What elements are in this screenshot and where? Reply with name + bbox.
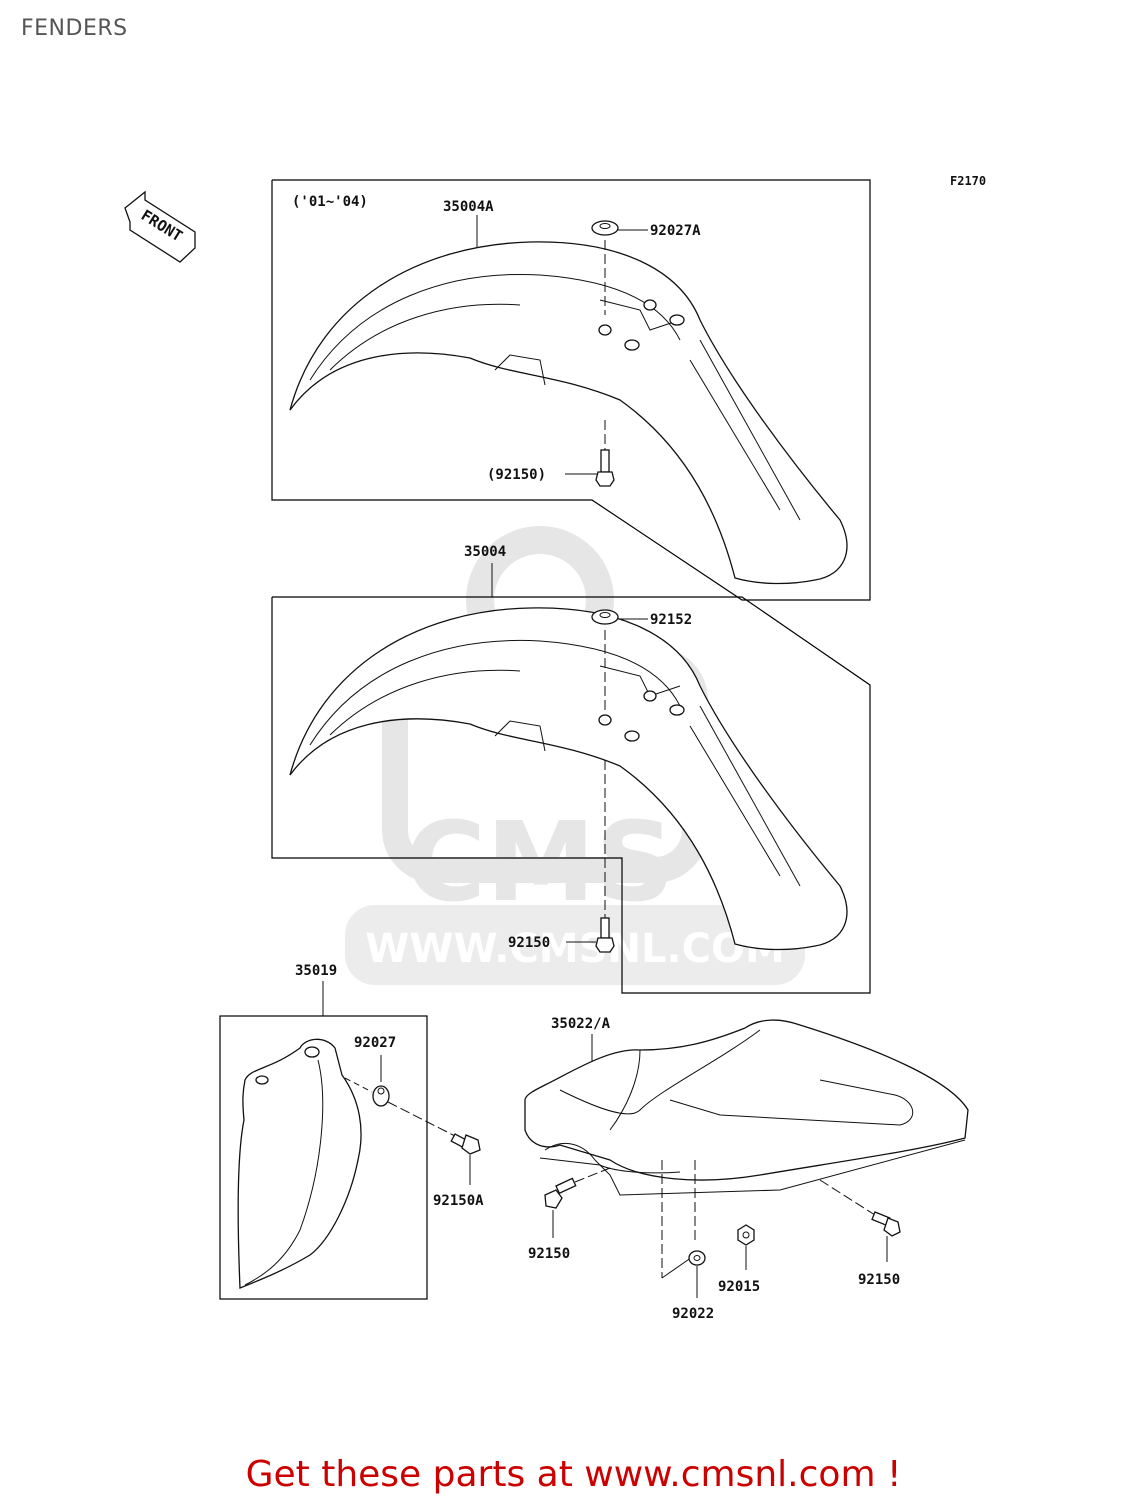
- fork-guard-35019: [237, 1038, 362, 1289]
- group-2-frame: [271, 596, 871, 994]
- bolt-92150A-icon: [450, 1133, 481, 1155]
- part-35022A-label: 35022/A: [551, 1016, 611, 1032]
- watermark-logo: CMS: [405, 798, 674, 926]
- part-35004A-label: 35004A: [443, 199, 494, 215]
- part-35019-label: 35019: [295, 963, 337, 979]
- bolt-92150-left-icon: [544, 1177, 577, 1209]
- part-35004-label: 35004: [464, 544, 506, 560]
- part-92150-rear-left-label: 92150: [528, 1246, 570, 1262]
- front-fender-35004A: [289, 241, 848, 585]
- part-92015-label: 92015: [718, 1279, 760, 1295]
- washer-92022-icon: [688, 1250, 706, 1266]
- watermark-url: WWW.CMSNL.COM: [365, 926, 785, 972]
- washer-92152-icon: [591, 609, 619, 625]
- bolt-92150-icon: [595, 917, 615, 953]
- bolt-92150-icon: [595, 449, 615, 487]
- nut-92015-icon: [737, 1224, 755, 1246]
- bolt-92150-right-icon: [871, 1211, 901, 1237]
- part-92150A-label: 92150A: [433, 1193, 484, 1209]
- part-92150-label: 92150: [508, 935, 550, 951]
- figure-code: F2170: [950, 174, 986, 188]
- washer-92027A-icon: [591, 220, 619, 236]
- year-range-label: ('01~'04): [292, 194, 368, 210]
- part-92150-paren-label: (92150): [487, 467, 546, 483]
- part-92150-rear-right-label: 92150: [858, 1272, 900, 1288]
- part-92152-label: 92152: [650, 612, 692, 628]
- group-3-frame: [219, 1015, 428, 1300]
- part-92027A-label: 92027A: [650, 223, 701, 239]
- part-92022-label: 92022: [672, 1306, 714, 1322]
- footer-shop-link[interactable]: Get these parts at www.cmsnl.com !: [245, 1454, 902, 1495]
- part-92027-label: 92027: [354, 1035, 396, 1051]
- page-title: FENDERS: [21, 16, 128, 41]
- rear-fender-35022A: [524, 1019, 969, 1196]
- collar-92027-icon: [372, 1085, 390, 1107]
- front-arrow-icon: FRONT: [124, 190, 196, 263]
- front-fender-35004: [289, 607, 848, 951]
- group-1-frame: [271, 179, 871, 601]
